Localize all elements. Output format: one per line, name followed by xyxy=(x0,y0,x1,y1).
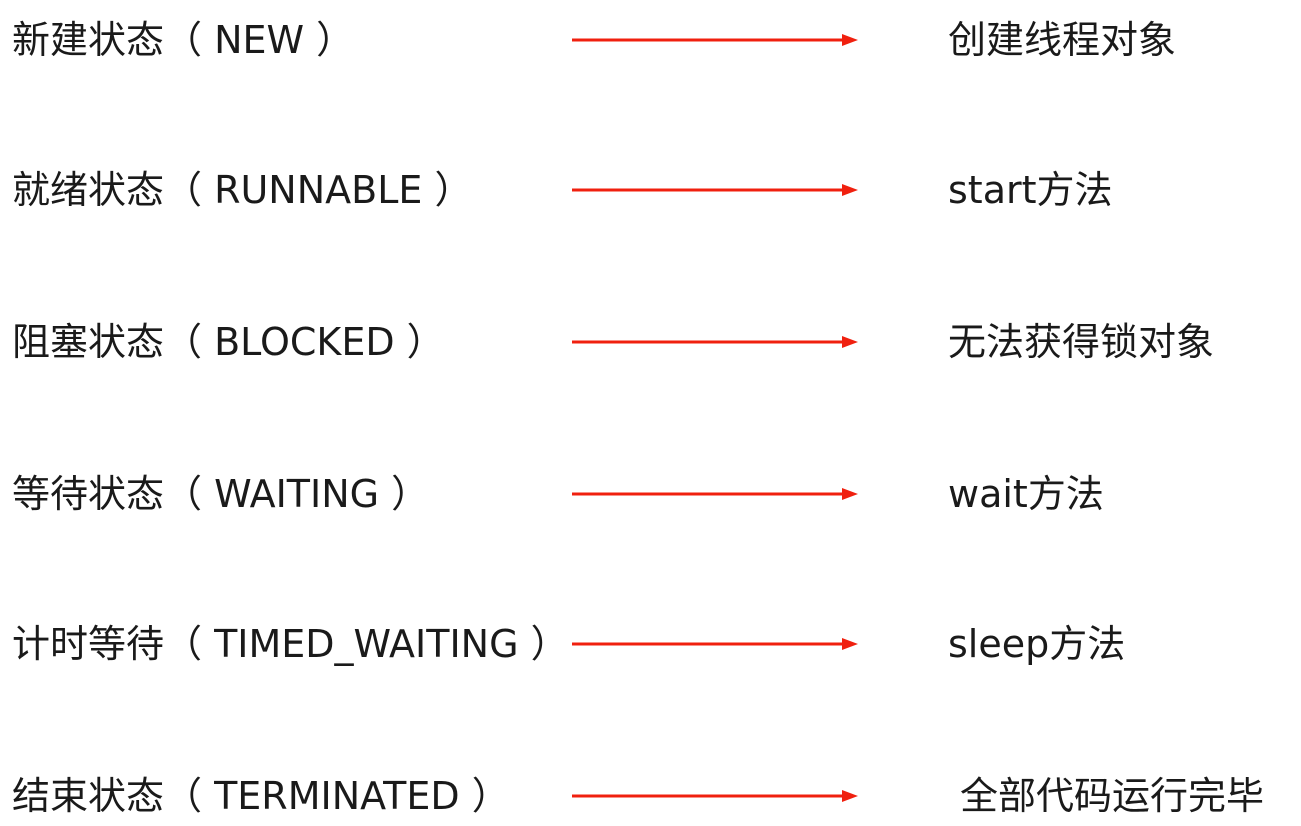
trigger-label: start方法 xyxy=(948,168,1113,212)
state-label: 就绪状态（ RUNNABLE ） xyxy=(12,168,473,212)
state-label: 阻塞状态（ BLOCKED ） xyxy=(12,320,445,364)
state-row-terminated: 结束状态（ TERMINATED ） 全部代码运行完毕 xyxy=(0,766,1301,826)
state-row-runnable: 就绪状态（ RUNNABLE ） start方法 xyxy=(0,160,1301,220)
arrow-right-icon xyxy=(572,32,858,48)
state-label: 计时等待（ TIMED_WAITING ） xyxy=(12,622,569,666)
state-row-new: 新建状态（ NEW ） 创建线程对象 xyxy=(0,10,1301,70)
state-row-waiting: 等待状态（ WAITING ） wait方法 xyxy=(0,464,1301,524)
arrow-right-icon xyxy=(572,636,858,652)
arrow-right-icon xyxy=(572,486,858,502)
arrow-right-icon xyxy=(572,182,858,198)
arrow-right-icon xyxy=(572,334,858,350)
state-row-timed-waiting: 计时等待（ TIMED_WAITING ） sleep方法 xyxy=(0,614,1301,674)
state-label: 等待状态（ WAITING ） xyxy=(12,472,430,516)
trigger-label: 创建线程对象 xyxy=(948,18,1177,62)
state-label: 新建状态（ NEW ） xyxy=(12,18,355,62)
trigger-label: wait方法 xyxy=(948,472,1104,516)
state-row-blocked: 阻塞状态（ BLOCKED ） 无法获得锁对象 xyxy=(0,312,1301,372)
arrow-right-icon xyxy=(572,788,858,804)
state-label: 结束状态（ TERMINATED ） xyxy=(12,774,510,818)
trigger-label: 全部代码运行完毕 xyxy=(960,774,1265,818)
trigger-label: 无法获得锁对象 xyxy=(948,320,1215,364)
trigger-label: sleep方法 xyxy=(948,622,1126,666)
